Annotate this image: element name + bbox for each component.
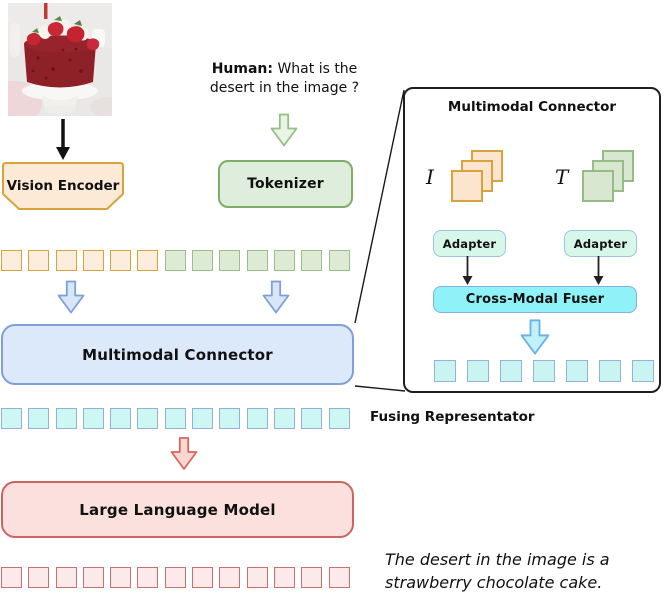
panel-fused-token <box>500 360 522 382</box>
output-token <box>28 567 50 588</box>
connector-detail-panel: Multimodal Connector I T Adapter Adapter… <box>403 87 661 393</box>
zoom-callout-lines <box>354 89 406 392</box>
image-adapter-box: Adapter <box>433 230 506 257</box>
human-prompt-line1: What is the <box>277 61 358 77</box>
text-token <box>192 250 214 271</box>
fused-tokens-down-arrow-icon <box>170 437 198 470</box>
image-token <box>82 250 104 271</box>
image-token <box>1 250 22 271</box>
vision-encoder-box: Vision Encoder <box>1 160 125 212</box>
response-line2: strawberry chocolate cake. <box>385 573 603 592</box>
fused-token <box>219 408 241 429</box>
image-embeddings-stack-icon <box>451 150 503 202</box>
fused-token <box>110 408 132 429</box>
text-tokens-down-arrow-icon <box>262 280 290 314</box>
text-adapter-box: Adapter <box>564 230 637 257</box>
fused-token <box>137 408 159 429</box>
prompt-down-arrow-icon <box>270 113 298 147</box>
fused-token <box>28 408 50 429</box>
output-token <box>1 567 22 588</box>
human-prompt-line2: desert in the image ? <box>209 80 360 96</box>
image-token <box>28 250 50 271</box>
output-token <box>192 567 214 588</box>
output-token <box>164 567 186 588</box>
fused-token <box>55 408 77 429</box>
panel-fused-token <box>632 360 654 382</box>
panel-fused-token <box>533 360 555 382</box>
output-token <box>137 567 159 588</box>
image-token <box>55 250 77 271</box>
image-token-group <box>1 250 159 271</box>
cross-modal-fuser-label: Cross-Modal Fuser <box>465 292 605 307</box>
text-adapter-label: Adapter <box>573 236 628 251</box>
fusing-representator-label: Fusing Representator <box>370 409 535 425</box>
output-token <box>82 567 104 588</box>
panel-fused-token <box>434 360 456 382</box>
image-modality-label: I <box>426 165 434 189</box>
fused-token <box>328 408 350 429</box>
human-prompt-text: Human: What is the desert in the image ? <box>192 60 377 98</box>
vision-encoder-shape <box>2 162 124 210</box>
large-language-model-box: Large Language Model <box>1 481 354 538</box>
connector-detail-title: Multimodal Connector <box>447 99 617 115</box>
model-response-text: The desert in the image is a strawberry … <box>385 548 610 594</box>
large-language-model-label: Large Language Model <box>79 500 276 519</box>
output-token <box>219 567 241 588</box>
fused-token <box>246 408 268 429</box>
fuser-output-down-arrow-icon <box>520 319 550 355</box>
encoder-token-row <box>1 250 350 271</box>
fused-token <box>301 408 323 429</box>
text-token <box>301 250 323 271</box>
text-token <box>164 250 186 271</box>
output-token <box>328 567 350 588</box>
output-token <box>55 567 77 588</box>
tokenizer-label: Tokenizer <box>247 176 324 192</box>
cake-image <box>8 3 112 116</box>
image-adapter-label: Adapter <box>442 236 497 251</box>
image-token <box>137 250 159 271</box>
cross-modal-fuser-box: Cross-Modal Fuser <box>433 286 637 313</box>
fused-token <box>273 408 295 429</box>
output-token <box>110 567 132 588</box>
fused-token <box>1 408 22 429</box>
fused-token-row <box>1 408 350 429</box>
fused-token <box>82 408 104 429</box>
text-modality-label: T <box>555 165 569 189</box>
image-token <box>110 250 132 271</box>
output-token <box>301 567 323 588</box>
output-token <box>273 567 295 588</box>
multimodal-connector-box: Multimodal Connector <box>1 324 354 385</box>
text-embeddings-stack-icon <box>582 150 634 202</box>
cake-to-encoder-arrow-icon <box>56 119 70 160</box>
panel-fused-token <box>599 360 621 382</box>
text-token-group <box>164 250 350 271</box>
tokenizer-box: Tokenizer <box>218 160 353 208</box>
multimodal-connector-label: Multimodal Connector <box>82 345 273 364</box>
fused-token <box>192 408 214 429</box>
response-line1: The desert in the image is a <box>385 550 610 569</box>
text-token <box>219 250 241 271</box>
vision-encoder-label: Vision Encoder <box>6 178 120 194</box>
human-speaker-label: Human: <box>211 61 273 77</box>
text-token <box>246 250 268 271</box>
output-token-row <box>1 567 350 588</box>
fused-token <box>164 408 186 429</box>
panel-token-row <box>434 360 654 382</box>
text-token <box>273 250 295 271</box>
panel-fused-token <box>566 360 588 382</box>
image-tokens-down-arrow-icon <box>57 280 85 314</box>
text-token <box>328 250 350 271</box>
panel-fused-token <box>467 360 489 382</box>
output-token <box>246 567 268 588</box>
